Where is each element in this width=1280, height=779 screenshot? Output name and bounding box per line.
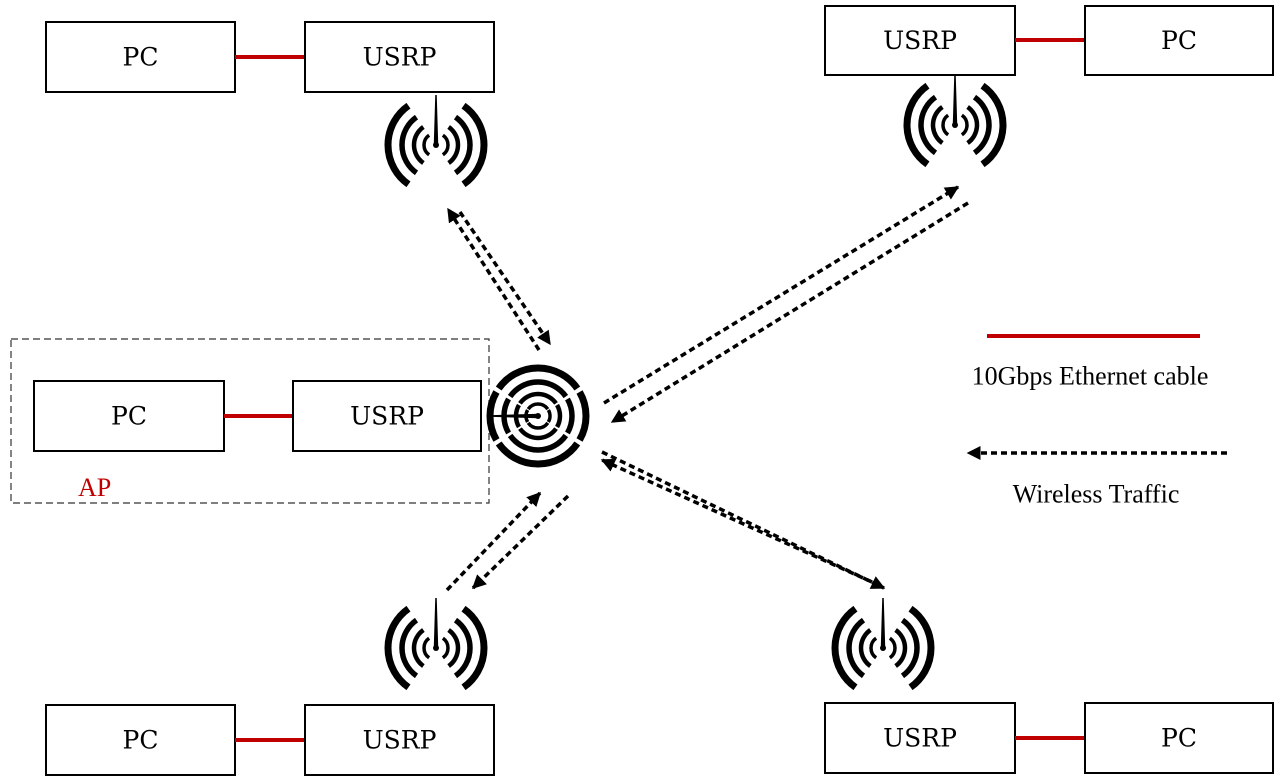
antenna-wave-left <box>858 628 872 668</box>
traffic-top-left-to-ap <box>458 211 552 346</box>
antenna-wave-left <box>518 427 558 441</box>
antenna-wave-right <box>894 628 908 668</box>
wireless-traffic-links <box>445 185 969 592</box>
antenna-wave-left <box>930 105 944 145</box>
antenna-wave-left <box>411 628 425 668</box>
legend-wireless-label: Wireless Traffic <box>1013 480 1180 509</box>
antenna-wave-left <box>399 114 419 176</box>
antenna-wave-left <box>384 605 411 691</box>
antenna-wave-bottom <box>564 397 575 435</box>
antenna-wave-right <box>908 605 935 691</box>
access-point-pc-box <box>33 380 225 452</box>
antenna-wave-right <box>495 364 581 391</box>
antenna-mast <box>880 597 886 649</box>
top-right-station: USRP PC <box>824 5 1274 168</box>
antenna-wave-right <box>960 113 969 137</box>
top-left-station: PC USRP <box>45 21 495 188</box>
antenna-wave-right <box>441 133 450 157</box>
bottom-right-usrp-box <box>824 702 1016 774</box>
antenna-wave-left <box>411 125 425 165</box>
access-point-usrp-label: USRP <box>350 402 424 431</box>
antenna-mast <box>487 413 539 419</box>
bottom-left-pc-label: PC <box>123 726 159 755</box>
access-point-frame <box>10 338 490 504</box>
antenna-mast <box>433 94 439 146</box>
bottom-right-station: USRP PC <box>824 597 1274 774</box>
antenna-wave-left <box>846 617 866 679</box>
top-right-usrp-label: USRP <box>883 26 957 55</box>
antenna-wave-left <box>507 433 569 453</box>
antenna-mast <box>433 597 439 649</box>
antenna-wave-left <box>869 636 878 660</box>
antenna-wave-right <box>447 628 461 668</box>
antenna-wave-right <box>526 402 550 411</box>
legend: 10Gbps Ethernet cable Wireless Traffic <box>966 334 1227 509</box>
antenna-wave-bottom <box>555 403 563 429</box>
wireless-antenna-icon <box>486 364 590 468</box>
top-right-usrp-box <box>824 5 1016 76</box>
top-right-pc-box <box>1084 5 1274 76</box>
bottom-left-station: PC USRP <box>45 597 495 776</box>
antenna-wave-right <box>518 391 558 405</box>
access-point-station: PC USRP AP <box>10 338 590 504</box>
antenna-wave-right <box>447 125 461 165</box>
antenna-wave-right <box>966 105 980 145</box>
antenna-wave-right <box>888 636 897 660</box>
top-left-usrp-label: USRP <box>363 43 437 72</box>
traffic-ap-to-top-right <box>603 185 960 405</box>
traffic-ap-to-bottom-right <box>601 450 886 590</box>
antenna-wave-right <box>441 636 450 660</box>
wireless-antenna-icon <box>384 94 488 188</box>
antenna-wave-right <box>507 379 569 399</box>
antenna-mast <box>952 74 958 126</box>
traffic-bottom-right-to-ap <box>600 458 873 584</box>
antenna-wave-right <box>453 617 473 679</box>
legend-cable-label: 10Gbps Ethernet cable <box>972 362 1209 391</box>
antenna-wave-left <box>495 441 581 468</box>
access-point-usrp-box <box>292 380 482 452</box>
traffic-top-right-to-ap <box>610 201 969 424</box>
bottom-left-usrp-label: USRP <box>363 726 437 755</box>
access-point-pc-label: PC <box>111 402 147 431</box>
antenna-wave-bottom <box>546 409 552 423</box>
bottom-right-pc-label: PC <box>1161 724 1197 753</box>
traffic-ap-to-top-left <box>446 207 541 351</box>
antenna-wave-left <box>422 133 431 157</box>
antenna-wave-left <box>422 636 431 660</box>
top-left-pc-label: PC <box>123 43 159 72</box>
antenna-wave-right <box>453 114 473 176</box>
traffic-ap-to-bottom-left <box>471 494 570 590</box>
antenna-wave-left <box>526 421 550 430</box>
bottom-right-pc-box <box>1084 702 1274 774</box>
antenna-wave-right <box>900 617 920 679</box>
antenna-wave-right <box>972 94 992 156</box>
antenna-wave-left <box>903 82 930 168</box>
wireless-antenna-icon <box>831 597 935 691</box>
bottom-left-pc-box <box>45 704 236 776</box>
antenna-wave-left <box>831 605 858 691</box>
bottom-right-usrp-label: USRP <box>883 724 957 753</box>
top-right-pc-label: PC <box>1161 26 1197 55</box>
antenna-wave-right <box>461 102 488 188</box>
top-left-usrp-box <box>304 21 495 93</box>
wireless-antenna-icon <box>903 74 1007 168</box>
wireless-antenna-icon <box>384 597 488 691</box>
antenna-wave-right <box>461 605 488 691</box>
antenna-wave-left <box>399 617 419 679</box>
antenna-wave-bottom <box>576 390 590 442</box>
antenna-wave-left <box>941 113 950 137</box>
top-left-pc-box <box>45 21 236 93</box>
access-point-label: AP <box>78 473 111 502</box>
antenna-wave-left <box>384 102 411 188</box>
antenna-wave-left <box>918 94 938 156</box>
antenna-wave-right <box>980 82 1007 168</box>
bottom-left-usrp-box <box>304 704 495 776</box>
traffic-bottom-left-to-ap <box>445 491 542 592</box>
